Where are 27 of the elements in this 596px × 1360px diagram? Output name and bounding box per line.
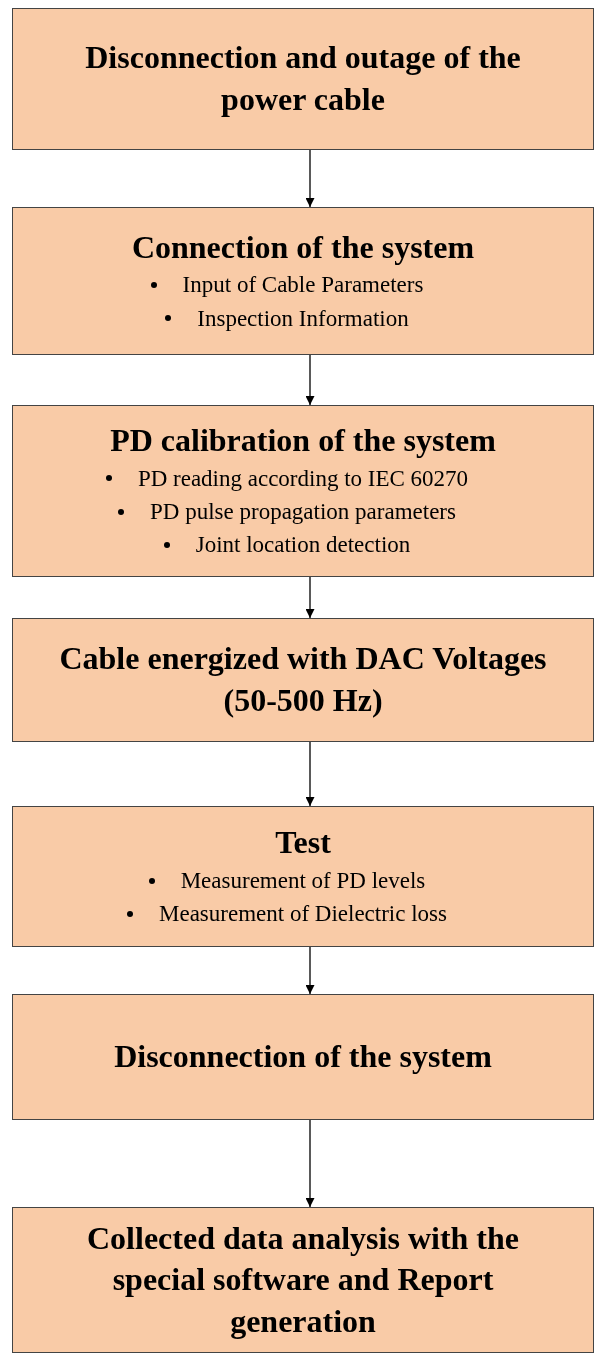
bullet-item: Inspection Information (197, 304, 409, 333)
bullet-item: PD reading according to IEC 60270 (137, 464, 469, 493)
step-title: Cable energized with DAC Voltages (50-500 Hz) (58, 639, 548, 720)
bullet-item: Input of Cable Parameters (182, 271, 424, 300)
process-box (12, 1207, 594, 1353)
arrow (305, 354, 315, 406)
arrow (305, 149, 315, 208)
bullet-item: Measurement of Dielectric loss (158, 900, 447, 929)
step-title: Disconnection and outage of the power cable (84, 38, 522, 119)
arrow (305, 946, 315, 995)
step-title: Disconnection of the system (114, 1037, 492, 1077)
bullet-item: PD pulse propagation parameters (150, 498, 456, 527)
arrow (305, 576, 315, 619)
bullet-item: Measurement of PD levels (180, 866, 426, 895)
process-box (12, 806, 594, 947)
process-box (12, 994, 594, 1120)
process-box (12, 8, 594, 150)
step-title: Connection of the system (131, 227, 475, 267)
arrow (305, 741, 315, 807)
step-title: PD calibration of the system (110, 421, 496, 461)
step-title: Test (275, 823, 331, 863)
process-box (12, 618, 594, 742)
bullet-item: Joint location detection (195, 531, 411, 560)
process-box (12, 207, 594, 355)
process-box (12, 405, 594, 577)
arrow (305, 1119, 315, 1208)
step-title: Collected data analysis with the special software and Report generation (86, 1218, 520, 1341)
